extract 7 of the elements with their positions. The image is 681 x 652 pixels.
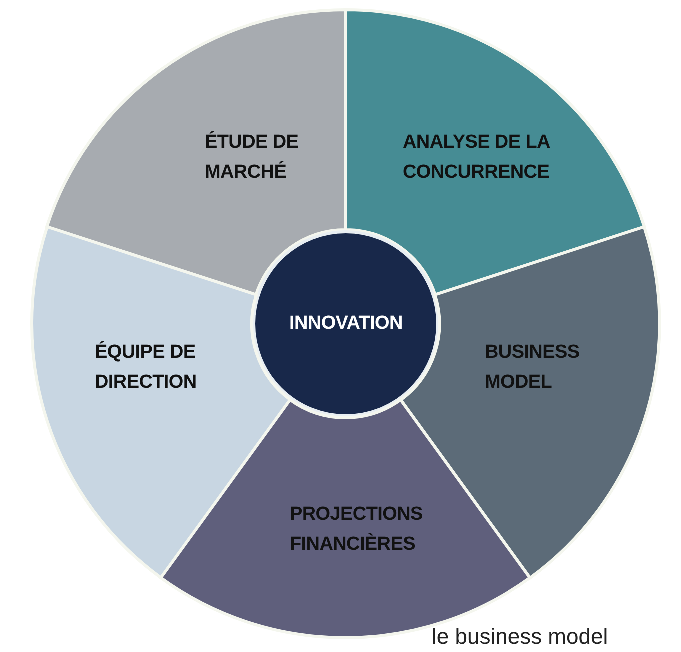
segment-label: ÉQUIPE DE DIRECTION [95, 340, 198, 395]
segment-label: PROJECTIONS FINANCIÈRES [290, 502, 424, 557]
segment-label: BUSINESS MODEL [484, 340, 581, 395]
segment-label: ÉTUDE DE MARCHÉ [204, 130, 300, 185]
segment-label: ANALYSE DE LA CONCURRENCE [403, 131, 552, 185]
hub-label: INNOVATION [290, 312, 403, 336]
caption: le business model [432, 624, 608, 650]
